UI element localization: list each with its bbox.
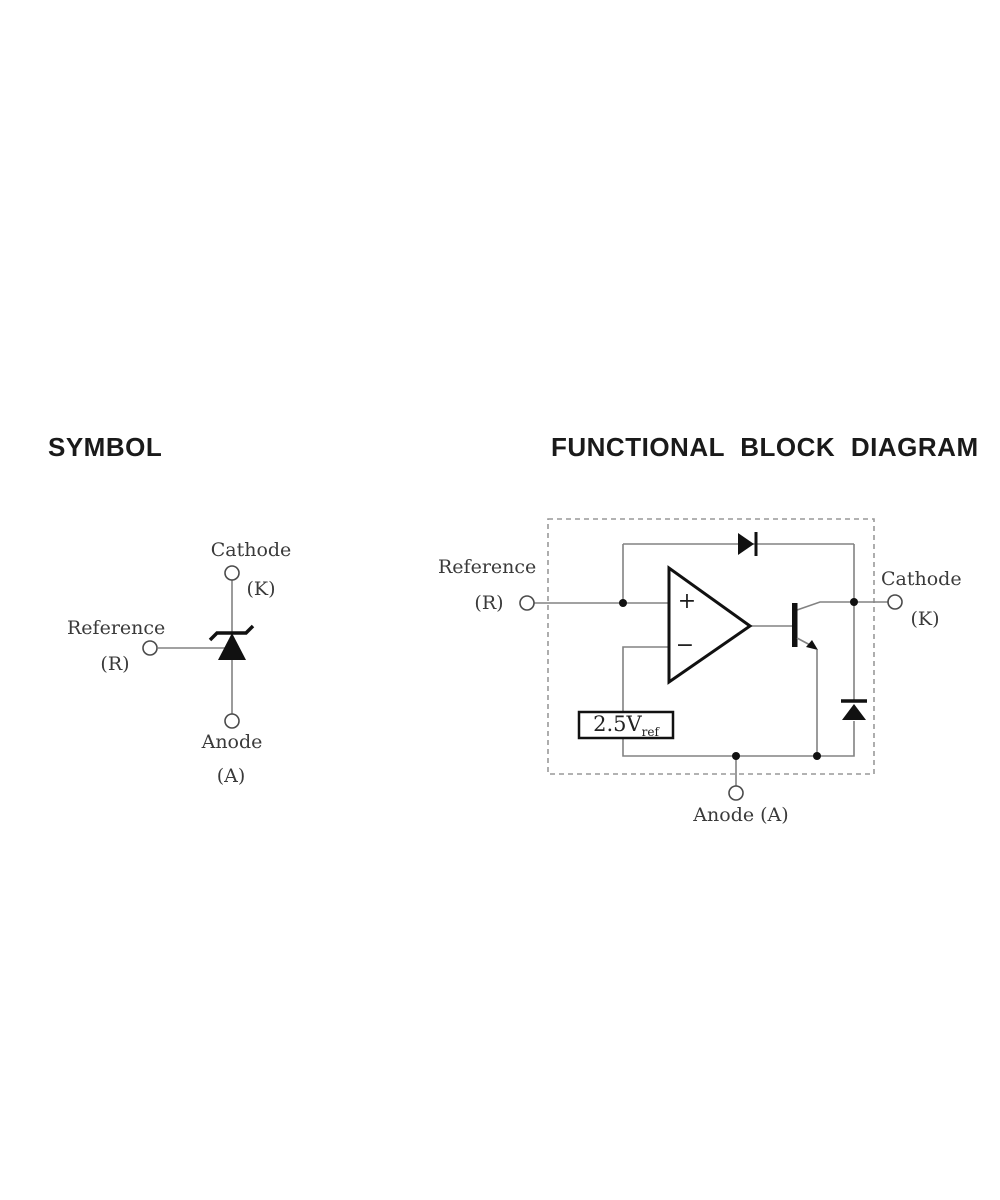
zener-diode-icon <box>841 699 867 720</box>
symbol-anode-terminal <box>224 713 240 729</box>
symbol-cathode-pin-label: (K) <box>246 578 276 600</box>
opamp-triangle-icon <box>667 565 753 685</box>
block-diagram-section-title: FUNCTIONAL BLOCK DIAGRAM <box>551 432 979 462</box>
zener-triangle <box>842 704 866 720</box>
minus-input-wire <box>622 646 669 712</box>
opamp-plus-sign: + <box>677 589 697 614</box>
vref-block-label: 2.5Vref <box>593 711 659 740</box>
protection-diode-icon <box>738 532 758 556</box>
functional-block-diagram <box>519 518 903 801</box>
vref-subscript: ref <box>641 725 659 740</box>
bd-reference-label: Reference <box>438 556 537 578</box>
protection-diode-triangle <box>738 533 754 555</box>
transistor-emitter-arrow <box>806 640 818 650</box>
symbol-reference-pin-label: (R) <box>100 653 130 675</box>
opamp-minus-sign: − <box>675 633 695 658</box>
symbol-anode-pin-label: (A) <box>216 765 246 787</box>
symbol-anode-label: Anode <box>201 731 263 753</box>
symbol-zener-bar <box>208 624 255 642</box>
emitter-junction-dot <box>813 752 821 760</box>
bd-anode-label: Anode (A) <box>693 804 789 826</box>
ref-junction-dot <box>619 599 627 607</box>
device-boundary-dashed-box <box>547 518 875 775</box>
symbol-reference-terminal <box>142 640 158 656</box>
symbol-cathode-label: Cathode <box>210 539 292 561</box>
transistor-base-bar <box>792 603 798 647</box>
collector-to-cathode-wire <box>796 601 888 611</box>
anode-junction-dot <box>732 752 740 760</box>
bd-cathode-terminal <box>887 594 903 610</box>
bd-cathode-label: Cathode <box>881 568 962 590</box>
bd-cathode-pin-label: (K) <box>910 608 940 630</box>
cathode-junction-dot <box>850 598 858 606</box>
symbol-section-title: SYMBOL <box>48 432 163 462</box>
bd-anode-terminal <box>728 785 744 801</box>
bd-reference-terminal <box>519 595 535 611</box>
symbol-cathode-terminal <box>224 565 240 581</box>
vref-value: 2.5V <box>593 711 642 736</box>
shunt-regulator-symbol <box>142 565 255 729</box>
vref-block-box <box>577 710 675 740</box>
symbol-diode-triangle-icon <box>218 633 246 660</box>
npn-transistor-icon <box>792 603 818 650</box>
symbol-reference-label: Reference <box>67 617 166 639</box>
bd-reference-pin-label: (R) <box>474 592 504 614</box>
